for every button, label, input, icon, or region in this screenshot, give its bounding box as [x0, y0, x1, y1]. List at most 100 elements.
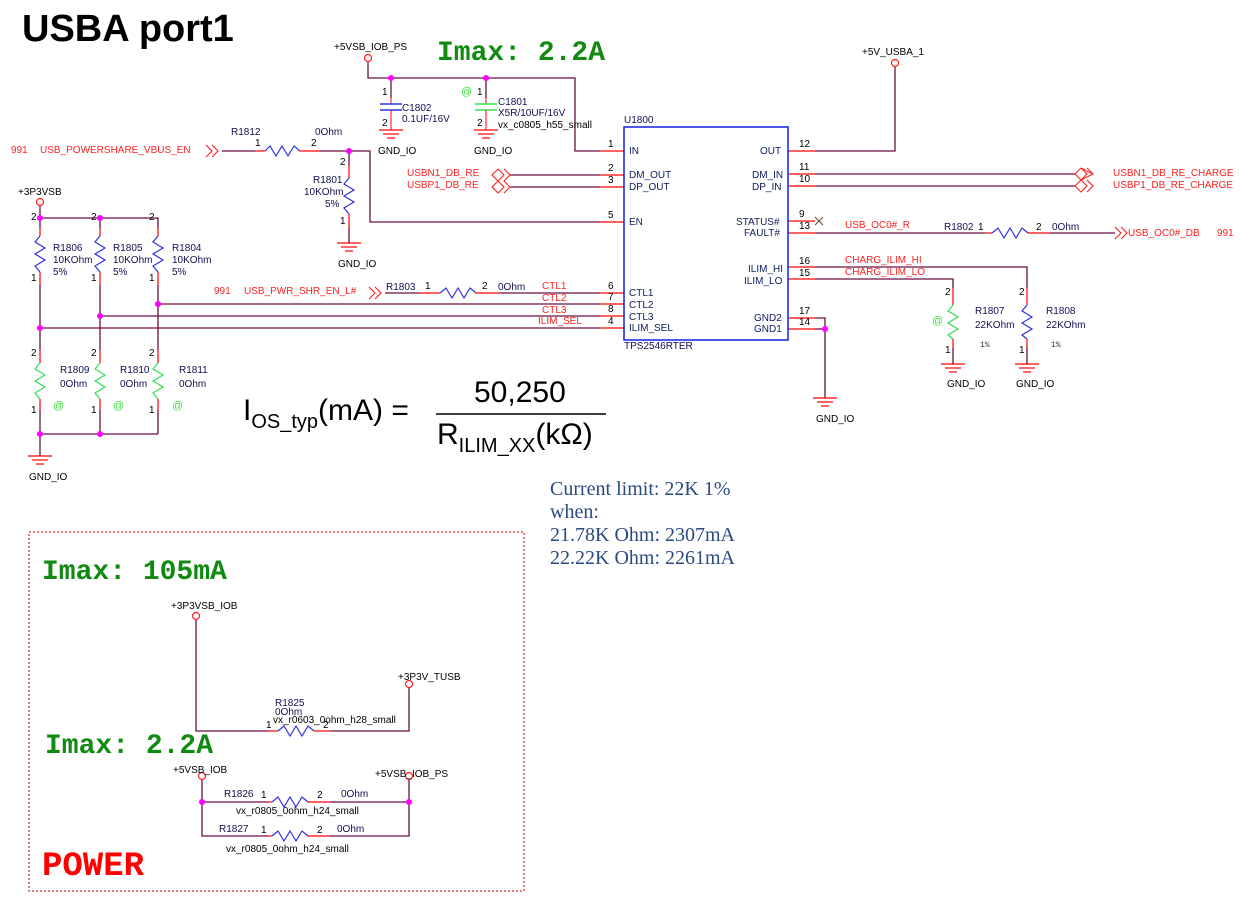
net-label: CTL1: [542, 281, 567, 292]
resistor-r1805: [93, 228, 107, 285]
imax-2-2a-label: Imax: 2.2A: [45, 731, 214, 762]
bidirectional-port-icon: [1074, 167, 1095, 193]
power-net-label: +3P3VSB: [18, 187, 62, 198]
pin-name: ILIM_LO: [744, 276, 783, 287]
res-value: 22KOhm: [1046, 320, 1086, 331]
resistor-r1803: [420, 286, 500, 300]
pin-name: CTL2: [629, 300, 654, 311]
gnd-label: GND_IO: [29, 472, 68, 483]
power-port-icon: [404, 771, 414, 781]
res-value: 10KOhm: [53, 255, 93, 266]
pin-number: 2: [31, 212, 37, 223]
wire-out: [815, 67, 896, 152]
pin-number: 1: [978, 222, 984, 233]
gnd-label: GND_IO: [378, 146, 417, 157]
ic-ref: U1800: [624, 115, 654, 126]
page-title: USBA port1: [22, 8, 234, 50]
junctions: [37, 75, 828, 805]
formula-i-subscript: OS_typ: [251, 411, 319, 433]
formula-r-subscript: ILIM_XX: [458, 435, 536, 457]
pin-number: 3: [608, 175, 614, 186]
res-ref: R1801: [313, 175, 343, 186]
res-ref: R1803: [386, 282, 416, 293]
resistor-r1812: [255, 144, 320, 158]
res-value: 0Ohm: [498, 282, 526, 293]
pin-number: 17: [799, 306, 811, 317]
res-ref: R1825: [275, 698, 305, 709]
pin-number: 1: [608, 139, 614, 150]
ground-icon: [940, 363, 966, 373]
pin-number: 2: [149, 212, 155, 223]
imax-main-label: Imax: 2.2A: [437, 38, 606, 69]
offpage-net-label: USB_PWR_SHR_EN_L#: [244, 286, 357, 297]
pin-number: 1: [149, 273, 155, 284]
pin-number: 2: [91, 212, 97, 223]
pin-number: 8: [608, 304, 614, 315]
pin-number: 2: [317, 825, 323, 836]
res-ref: R1806: [53, 243, 83, 254]
res-ref: R1804: [172, 243, 202, 254]
pin-number: 15: [799, 268, 811, 279]
offpage-arrow-icon: [205, 144, 219, 158]
res-tolerance: 1%: [980, 341, 990, 350]
pin-number: 1: [31, 273, 37, 284]
res-value: 0Ohm: [179, 379, 207, 390]
pin-number: 1: [255, 138, 261, 149]
pin-number: 1: [1019, 345, 1025, 356]
pin-number: 4: [608, 316, 614, 327]
res-ref: R1802: [944, 222, 974, 233]
pin-number: 12: [799, 139, 811, 150]
resistor-r1804: [151, 228, 165, 285]
pin-name: DP_OUT: [629, 182, 670, 193]
pin-number: 1: [266, 720, 272, 731]
net-label: CHARG_ILIM_LO: [845, 267, 926, 278]
resistor-r1810: [93, 350, 107, 410]
pin-number: 1: [31, 405, 37, 416]
formula-i: I: [243, 394, 252, 427]
wires: [39, 62, 1115, 837]
res-value: 10KOhm: [113, 255, 153, 266]
power-net-label: +5VSB_IOB_PS: [334, 42, 408, 53]
cap-ref: C1801: [498, 97, 528, 108]
cap-ref: C1802: [402, 103, 432, 114]
power-net-label: +5VSB_IOB_PS: [375, 769, 449, 780]
pin-name: IN: [629, 146, 639, 157]
gnd-label: GND_IO: [816, 414, 855, 425]
power-port-icon: [404, 679, 414, 689]
resistor-r1825: [268, 724, 330, 738]
resistor-r1811: [151, 350, 165, 410]
ic-part-number: TPS2546RTER: [624, 341, 693, 352]
pin-number: 2: [1019, 287, 1025, 298]
offpage-page: 991: [1217, 228, 1234, 239]
offpage-net-label: USBN1_DB_RE: [407, 168, 480, 179]
pin-name: CTL3: [629, 312, 654, 323]
res-tolerance: 5%: [113, 267, 128, 278]
res-value: 0Ohm: [275, 707, 303, 718]
net-label: CHARG_ILIM_HI: [845, 255, 922, 266]
pin-name: EN: [629, 217, 643, 228]
offpage-net-label: USBN1_DB_RE_CHARGE: [1113, 168, 1234, 179]
resistor-r1809: [33, 350, 47, 410]
pin-name: GND2: [754, 313, 782, 324]
pin-number: 14: [799, 317, 811, 328]
formula-denominator: RILIM_XX(kΩ): [437, 420, 593, 457]
pin-number: 6: [608, 281, 614, 292]
res-ref: R1807: [975, 306, 1005, 317]
res-tolerance: 5%: [325, 199, 340, 210]
res-ref: R1811: [179, 365, 208, 376]
offpage-connectors: [205, 144, 1128, 300]
alt-marker: @: [113, 400, 125, 412]
pin-number: 1: [382, 87, 388, 98]
power-net-label: +5VSB_IOB: [173, 765, 228, 776]
bidirectional-port-icon: [491, 168, 511, 194]
power-net-label: +3P3V_TUSB: [398, 672, 461, 683]
pin-number: 2: [91, 348, 97, 359]
note-line: Current limit: 22K 1%: [550, 478, 731, 500]
offpage-page: 991: [11, 145, 28, 156]
power-port-icon: [35, 197, 45, 207]
gnd-label: GND_IO: [338, 259, 377, 270]
wire-ilim-lo: [815, 278, 954, 288]
gnd-label: GND_IO: [1016, 379, 1055, 390]
pin-number: 1: [945, 345, 951, 356]
pin-name: DP_IN: [752, 182, 782, 193]
